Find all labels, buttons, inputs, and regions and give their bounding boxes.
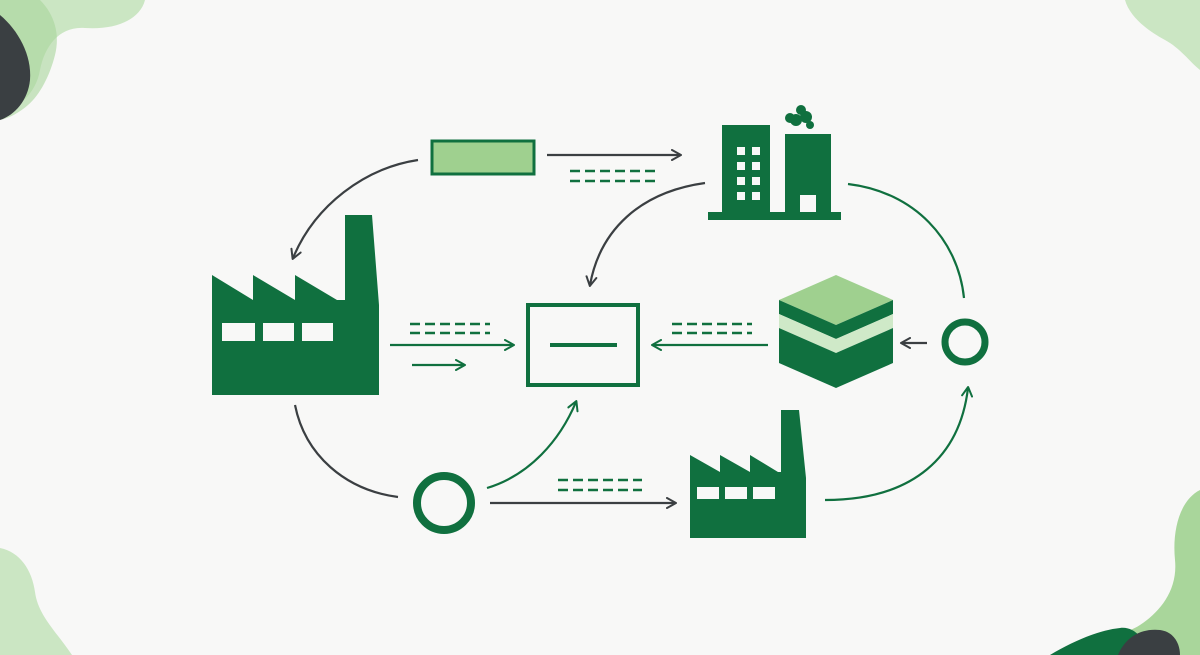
arrow-building-to-box: [585, 181, 706, 287]
office-building-with-smoke-icon: [708, 105, 841, 220]
corner-blob-top-right: [1125, 0, 1200, 70]
dashed-label-bar-to-building: [570, 169, 655, 183]
arrow-factory-to-ring-right: [824, 386, 974, 502]
corner-blob-top-left: [0, 0, 145, 120]
dashed-label-factory-to-box: [410, 322, 490, 335]
corner-blob-bottom-left: [0, 548, 72, 655]
factory-icon: [212, 215, 379, 395]
arrow-bar-to-large-factory: [290, 158, 419, 260]
ring-icon: [413, 472, 475, 534]
arrow-factory-to-ring-bottom: [293, 404, 399, 499]
corner-blob-bottom-right: [1050, 490, 1200, 655]
horizontal-bar-icon: [430, 139, 536, 176]
stacked-layers-icon: [779, 275, 893, 388]
dashed-label-layers-to-box: [672, 322, 752, 335]
rectangle-with-dash-icon: [526, 303, 640, 387]
arrow-building-to-ring: [847, 182, 966, 299]
ring-icon: [941, 318, 989, 366]
arrow-ring-bottom-to-box: [486, 400, 579, 490]
dashed-label-ring-to-factory: [558, 478, 642, 492]
factory-icon: [690, 410, 806, 538]
